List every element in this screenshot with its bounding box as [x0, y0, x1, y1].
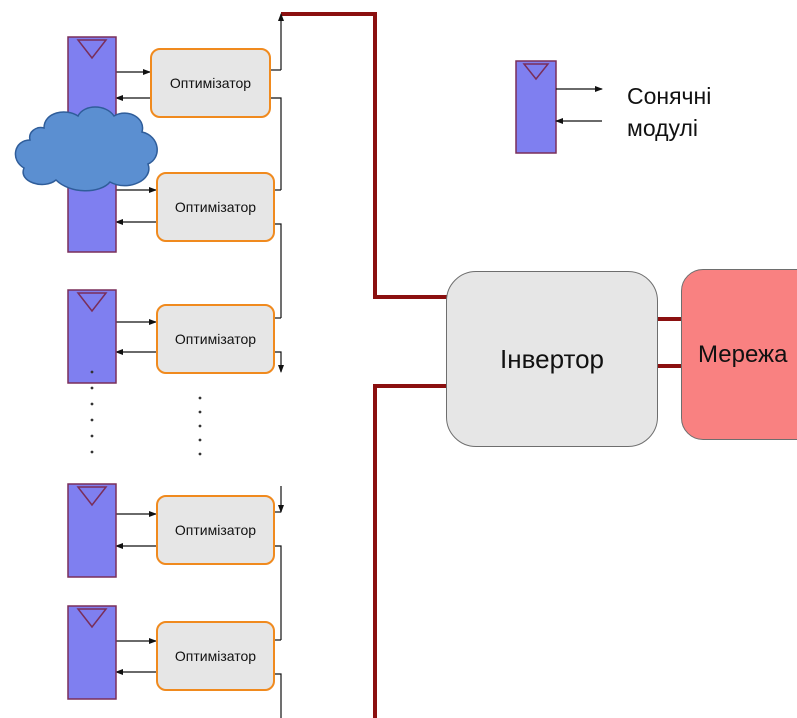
- solar-module-icon: [67, 605, 117, 700]
- optimizer-box: Оптимізатор: [156, 304, 275, 374]
- inverter-box: Інвертор: [446, 271, 658, 447]
- legend-arrows: [555, 86, 603, 124]
- optimizer-box: Оптимізатор: [150, 48, 271, 118]
- solar-module-icon: [67, 289, 117, 384]
- dc-bus: [281, 12, 448, 718]
- optimizer-box: Оптимізатор: [156, 621, 275, 691]
- cloud-icon: [14, 106, 158, 192]
- legend-line-2: модулі: [627, 115, 699, 141]
- solar-module-icon: [67, 483, 117, 578]
- optimizer-box: Оптимізатор: [156, 172, 275, 242]
- string-series-line: [271, 13, 284, 718]
- ac-bus: [656, 317, 682, 368]
- optimizer-box: Оптимізатор: [156, 495, 275, 565]
- legend-label: Сонячні модулі: [627, 80, 711, 144]
- grid-box: Мережа: [681, 269, 797, 440]
- legend-solar-module-icon: [515, 60, 557, 154]
- panel-optimizer-links: [115, 69, 157, 675]
- legend-line-1: Сонячні: [627, 83, 712, 109]
- continuation-dots: [90, 370, 202, 456]
